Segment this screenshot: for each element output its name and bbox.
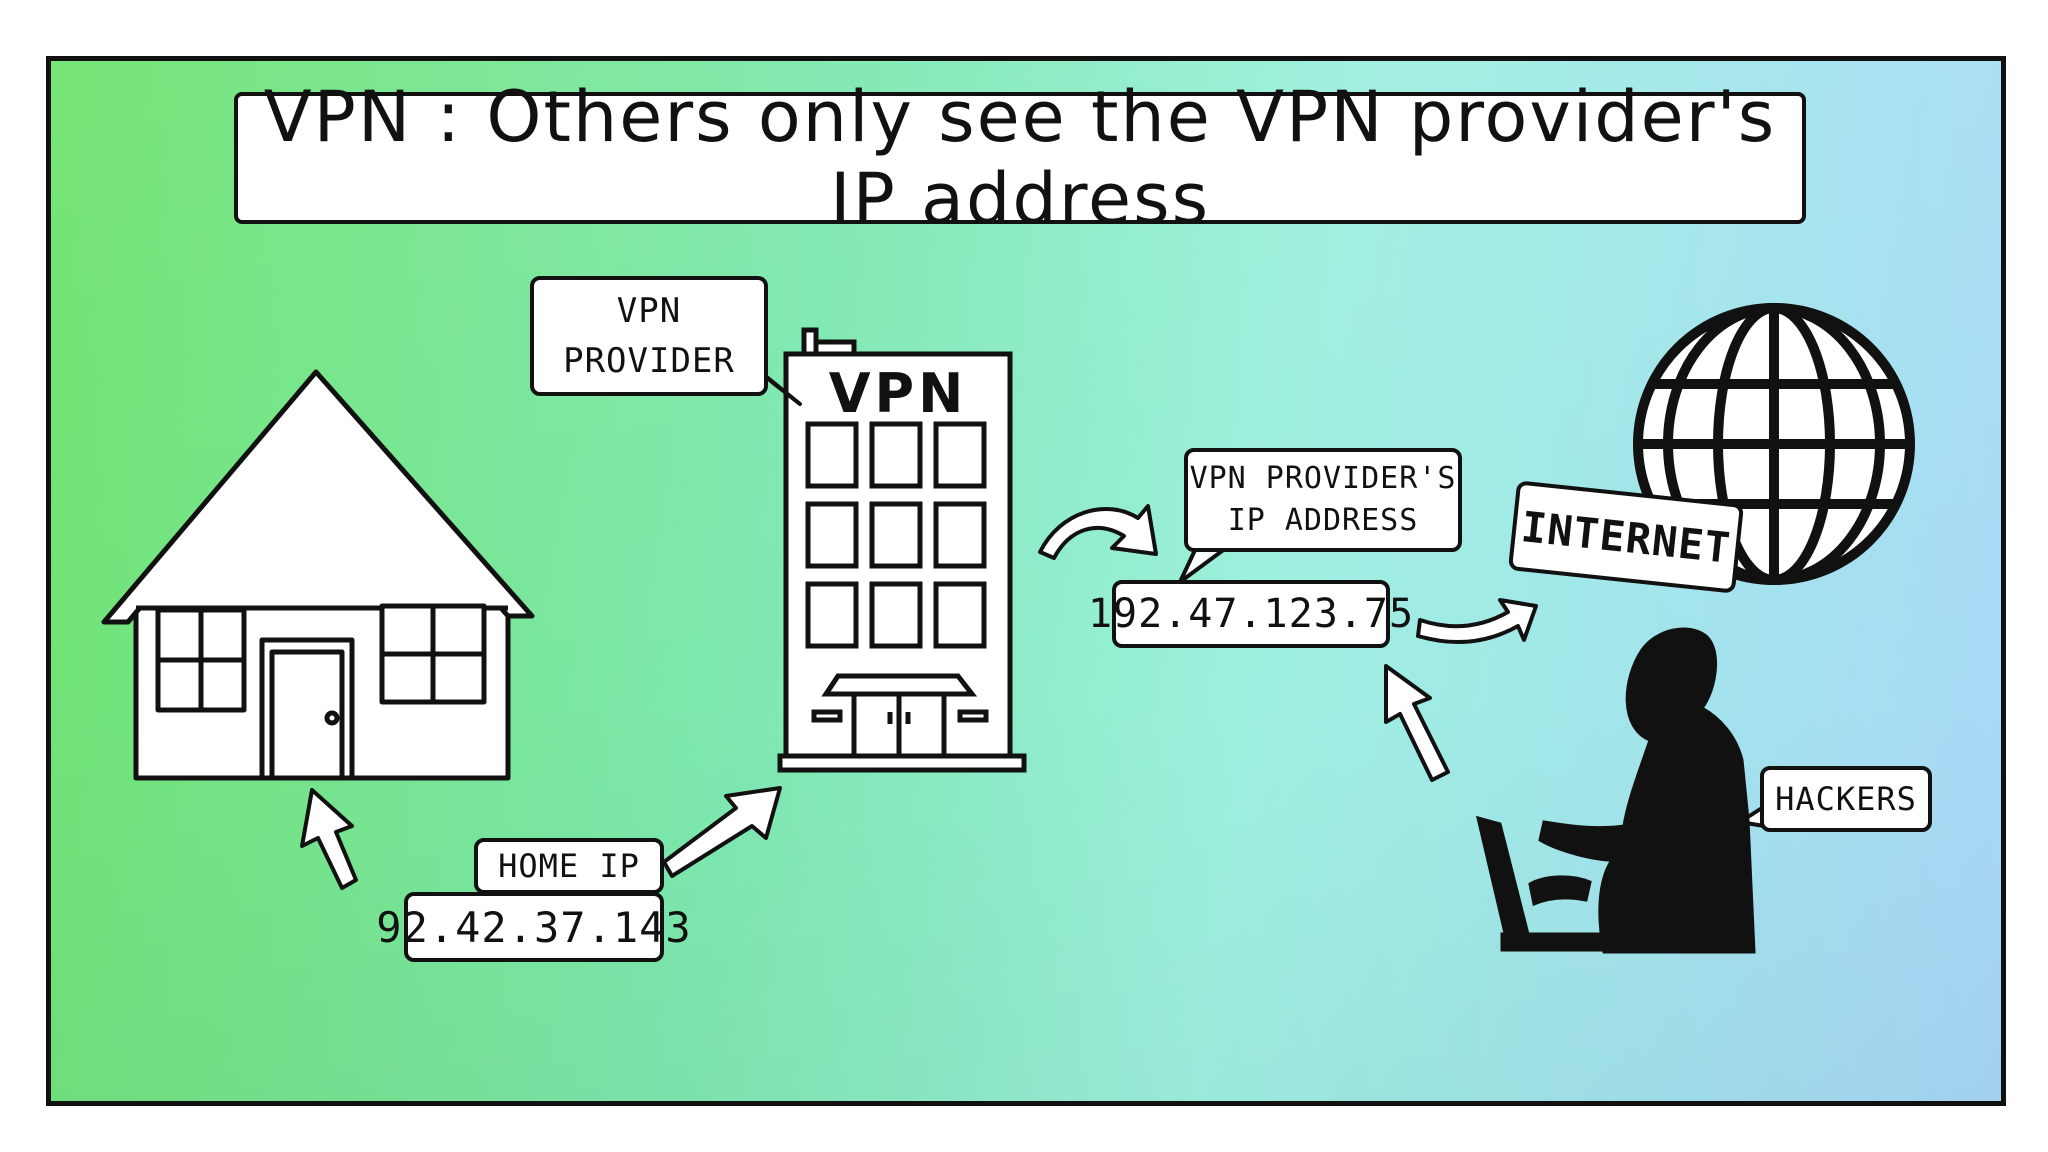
arrow-icon	[300, 504, 1538, 890]
vpn-provider-callout-line2: PROVIDER	[563, 341, 735, 381]
hackers-label: HACKERS	[1775, 780, 1917, 818]
house-icon	[101, 369, 535, 781]
vpn-provider-callout: VPN PROVIDER	[530, 276, 768, 396]
vpn-ip-value-box: 192.47.123.75	[1088, 580, 1413, 648]
internet-label: INTERNET	[1518, 501, 1734, 573]
vpn-ip-callout-line2: IP ADDRESS	[1227, 503, 1419, 538]
home-ip-label: HOME IP	[498, 847, 640, 885]
office-building-icon	[777, 327, 1027, 773]
vpn-provider-callout-line1: VPN	[616, 291, 682, 331]
hacker-silhouette-icon	[1475, 627, 1756, 954]
home-ip-value: 92.42.37.143	[376, 902, 692, 952]
home-ip-label-box: HOME IP	[474, 838, 664, 894]
title-text: VPN : Others only see the VPN provider's…	[263, 76, 1777, 240]
vpn-ip-callout: VPN PROVIDER'S IP ADDRESS	[1184, 448, 1462, 552]
hackers-label-box: HACKERS	[1760, 766, 1932, 832]
vpn-ip-callout-line1: VPN PROVIDER'S	[1189, 461, 1457, 496]
vpn-ip-value: 192.47.123.75	[1087, 591, 1415, 637]
building-sign: VPN	[829, 362, 968, 425]
diagram-title: VPN : Others only see the VPN provider's…	[234, 76, 1806, 240]
home-ip-value-box: 92.42.37.143	[376, 892, 691, 962]
